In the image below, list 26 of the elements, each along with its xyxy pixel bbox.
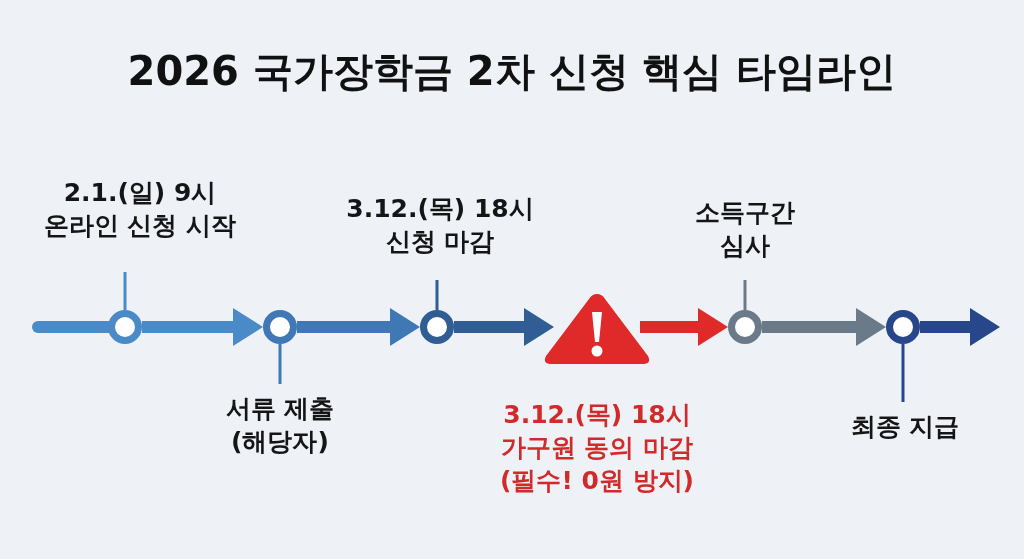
milestone-text: 서류 제출 (해당자) — [224, 393, 336, 458]
leader-line — [435, 280, 439, 310]
timeline-arrow — [762, 308, 886, 346]
milestone-circle — [108, 310, 142, 344]
title: 2026 국가장학금 2차 신청 핵심 타임라인 — [126, 47, 898, 96]
milestone-circle — [886, 310, 920, 344]
timeline-arrow — [640, 308, 728, 346]
milestone-text: 신청 마감 — [384, 226, 496, 258]
milestone-circle — [263, 310, 297, 344]
leader-line — [901, 344, 905, 402]
date-text: 2.1.(일) 9시 — [62, 177, 218, 209]
deadline-date-text: 3.12.(목) 18시 — [502, 399, 692, 431]
milestone-text: 소득구간 심사 — [694, 197, 796, 262]
warning-note: 가구원 동의 마감 (필수! 0원 방지) — [498, 432, 696, 497]
timeline-arrow — [142, 308, 263, 346]
date-text: 3.12.(목) 18시 — [345, 193, 535, 225]
leader-line — [743, 280, 747, 310]
milestone-circle — [420, 310, 454, 344]
timeline-arrow — [920, 308, 1000, 346]
milestone-circle — [728, 310, 762, 344]
leader-line — [278, 344, 282, 384]
timeline-arrow — [297, 308, 420, 346]
timeline-arrow — [454, 308, 554, 346]
milestone-text: 최종 지급 — [849, 411, 961, 443]
milestone-text: 온라인 신청 시작 — [42, 210, 238, 242]
leader-line — [123, 272, 127, 310]
